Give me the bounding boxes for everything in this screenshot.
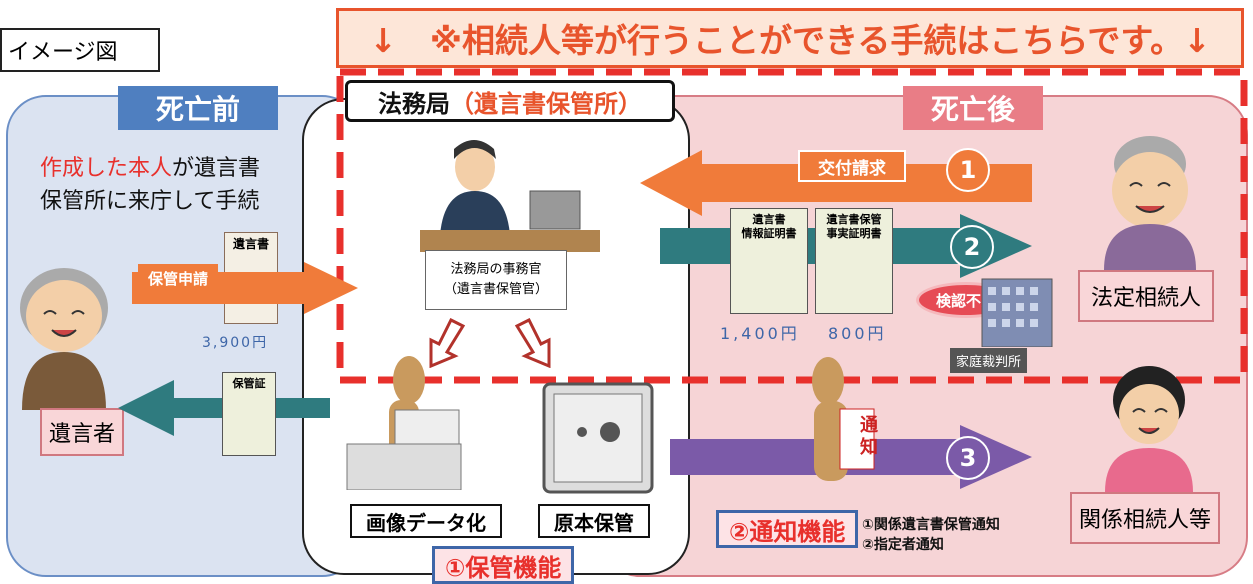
office-title: 法務局（遺言書保管所）	[345, 80, 675, 122]
notice-kangaroo-illustration	[812, 357, 875, 481]
legal-heir-box: 法定相続人	[1078, 270, 1214, 322]
step-1-badge: 1	[946, 148, 990, 192]
step-2-badge: 2	[950, 225, 994, 269]
family-court-caption: 家庭裁判所	[950, 348, 1028, 373]
clerk-line1: 法務局の事務官	[450, 262, 542, 277]
clerk-line2: （遺言書保管官）	[443, 282, 548, 297]
testator-box: 遺言者	[40, 408, 124, 456]
will-document-label: 遺言書	[232, 237, 269, 251]
info-certificate-line1: 遺言書	[752, 213, 786, 226]
creator-line2: 保管所に来庁して手続	[40, 189, 260, 214]
fact-certificate-fee: 800円	[828, 324, 887, 343]
notice-char-1: 通	[860, 415, 878, 436]
fact-certificate-line1: 遺言書保管	[826, 213, 882, 226]
deposit-request-label: 保管申請	[138, 264, 218, 292]
imaging-illustration	[346, 356, 462, 490]
image-tag: イメージ図	[0, 28, 160, 72]
creator-line1: が遺言書	[172, 156, 261, 181]
notice-item-2: ②指定者通知	[862, 537, 944, 553]
related-heir-box: 関係相続人等	[1070, 492, 1220, 544]
testator-illustration	[20, 268, 108, 410]
fact-certificate-doc: 遺言書保管 事実証明書	[815, 208, 893, 314]
related-heir-illustration	[1105, 366, 1193, 492]
legal-heir-illustration	[1104, 136, 1196, 270]
process-arrows	[429, 318, 551, 368]
storage-function-label: ①保管機能	[432, 546, 575, 584]
info-certificate-line2: 情報証明書	[741, 227, 797, 240]
step-3-badge: 3	[946, 436, 990, 480]
storage-certificate: 保管証	[222, 372, 276, 456]
clerk-label: 法務局の事務官 （遺言書保管官）	[425, 250, 567, 310]
imaging-function-box: 画像データ化	[350, 504, 502, 538]
fact-certificate-line2: 事実証明書	[826, 227, 882, 240]
delivery-request-label: 交付請求	[798, 150, 906, 182]
court-building-illustration	[981, 278, 1053, 347]
certificate-label: 保管証	[232, 377, 266, 390]
notice-char-2: 知	[860, 437, 878, 458]
creator-instructions: 作成した本人が遺言書 保管所に来庁して手続	[40, 152, 260, 218]
notice-function-list: ①関係遺言書保管通知 ②指定者通知	[862, 515, 1000, 555]
info-certificate-doc: 遺言書 情報証明書	[730, 208, 808, 314]
office-subtitle: （遺言書保管所）	[450, 89, 642, 118]
notice-paper-text: 通 知	[860, 415, 878, 459]
original-storage-box: 原本保管	[538, 504, 650, 538]
notice-item-1: ①関係遺言書保管通知	[862, 517, 1000, 533]
after-death-title: 死亡後	[903, 86, 1043, 130]
info-certificate-fee: 1,400円	[720, 324, 800, 343]
safe-illustration	[542, 382, 654, 494]
office-name: 法務局	[378, 89, 450, 118]
creator-highlight: 作成した本人	[40, 156, 173, 181]
delivery-request-arrow	[640, 150, 1032, 216]
clerk-illustration	[420, 140, 600, 252]
before-death-title: 死亡前	[118, 86, 278, 130]
deposit-fee: 3,900円	[202, 335, 269, 351]
notice-function-label: ②通知機能	[716, 510, 859, 548]
heir-procedures-banner: ↓ ※相続人等が行うことができる手続はこちらです。↓	[336, 8, 1244, 68]
